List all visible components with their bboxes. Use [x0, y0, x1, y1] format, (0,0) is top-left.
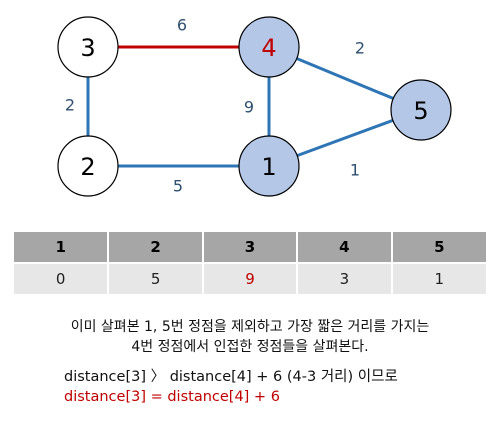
- node-circle-5: [390, 79, 452, 141]
- header-cell-4: 4: [297, 232, 393, 264]
- edge-weight-3-4: 6: [177, 16, 187, 35]
- edge-weight-1-5: 1: [350, 161, 360, 180]
- distance-cell-5: 1: [391, 263, 486, 294]
- table-row: 0 5 9 3 1: [14, 263, 486, 294]
- distance-cell-2: 5: [108, 263, 204, 294]
- node-circle-2: [57, 135, 119, 197]
- node-label-3: 3: [80, 34, 95, 62]
- edge-weights-layer: 6 2 2 9 5 1: [65, 16, 365, 196]
- edge-weight-4-5: 2: [355, 39, 365, 58]
- node-label-1: 1: [261, 153, 276, 181]
- node-4: 4: [238, 16, 300, 78]
- node-1: 1: [238, 135, 300, 197]
- header-cell-1: 1: [14, 232, 110, 264]
- distance-cell-4: 3: [297, 263, 393, 294]
- nodes-layer: 3 4 2 1 5: [57, 16, 452, 197]
- node-5: 5: [390, 79, 452, 141]
- formula-block: distance[3] 〉 distance[4] + 6 (4-3 거리) 이…: [64, 367, 398, 407]
- node-circle-1: [238, 135, 300, 197]
- node-3: 3: [57, 16, 119, 78]
- graph-diagram: 6 2 2 9 5 1 3 4 2 1 5: [57, 16, 452, 197]
- node-circle-4: [238, 16, 300, 78]
- formula-line-1: distance[3] 〉 distance[4] + 6 (4-3 거리) 이…: [64, 369, 398, 385]
- edge-weight-2-1: 5: [173, 177, 183, 196]
- node-label-2: 2: [80, 153, 95, 181]
- edge-weight-4-1: 9: [244, 98, 254, 117]
- formula-line-2: distance[3] = distance[4] + 6: [64, 389, 280, 405]
- table-header-row: 1 2 3 4 5: [14, 232, 486, 264]
- node-label-4: 4: [261, 34, 276, 62]
- node-circle-3: [57, 16, 119, 78]
- caption-line-2: 4번 정점에서 인접한 정점들을 살펴본다.: [131, 339, 369, 355]
- header-cell-3: 3: [202, 232, 299, 264]
- edge-weight-3-2: 2: [65, 96, 75, 115]
- distance-table: 1 2 3 4 5 0 5 9 3 1: [14, 232, 486, 294]
- node-2: 2: [57, 135, 119, 197]
- node-label-5: 5: [413, 97, 428, 125]
- header-cell-5: 5: [391, 232, 486, 264]
- distance-cell-1: 0: [14, 263, 110, 294]
- explanation-caption: 이미 살펴본 1, 5번 정점을 제외하고 가장 짧은 거리를 가지는 4번 정…: [0, 317, 500, 357]
- caption-line-1: 이미 살펴본 1, 5번 정점을 제외하고 가장 짧은 거리를 가지는: [70, 319, 430, 335]
- distance-cell-3: 9: [202, 263, 299, 294]
- header-cell-2: 2: [108, 232, 204, 264]
